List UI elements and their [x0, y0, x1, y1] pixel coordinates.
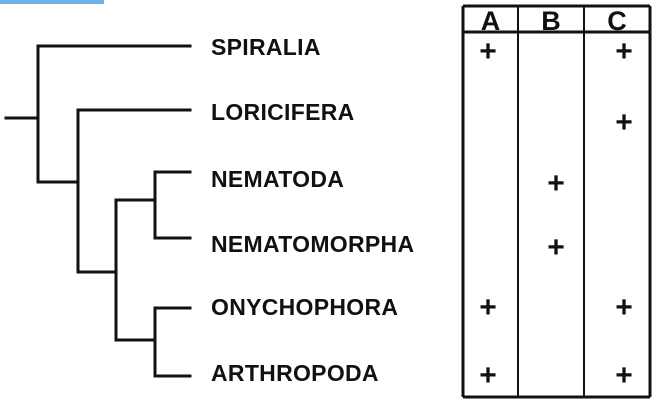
plus-mark: +: [615, 291, 633, 324]
character-table: [461, 4, 652, 399]
plus-mark: +: [479, 35, 497, 68]
taxon-label: ONYCHOPHORA: [211, 294, 399, 320]
column-header: B: [541, 6, 561, 36]
taxon-label: NEMATOMORPHA: [211, 231, 415, 257]
taxon-label: NEMATODA: [211, 166, 345, 192]
plus-mark: +: [615, 35, 633, 68]
column-header: A: [480, 6, 501, 36]
plus-mark: +: [615, 106, 633, 139]
plus-mark: +: [479, 291, 497, 324]
plus-mark: +: [479, 359, 497, 392]
plus-mark: +: [615, 359, 633, 392]
column-header: C: [607, 6, 627, 36]
plus-mark: +: [547, 231, 565, 264]
taxon-label: SPIRALIA: [211, 34, 321, 60]
taxon-label: LORICIFERA: [211, 99, 355, 125]
taxon-label: ARTHROPODA: [211, 360, 379, 386]
plus-mark: +: [547, 167, 565, 200]
accent-strip: [0, 0, 104, 4]
